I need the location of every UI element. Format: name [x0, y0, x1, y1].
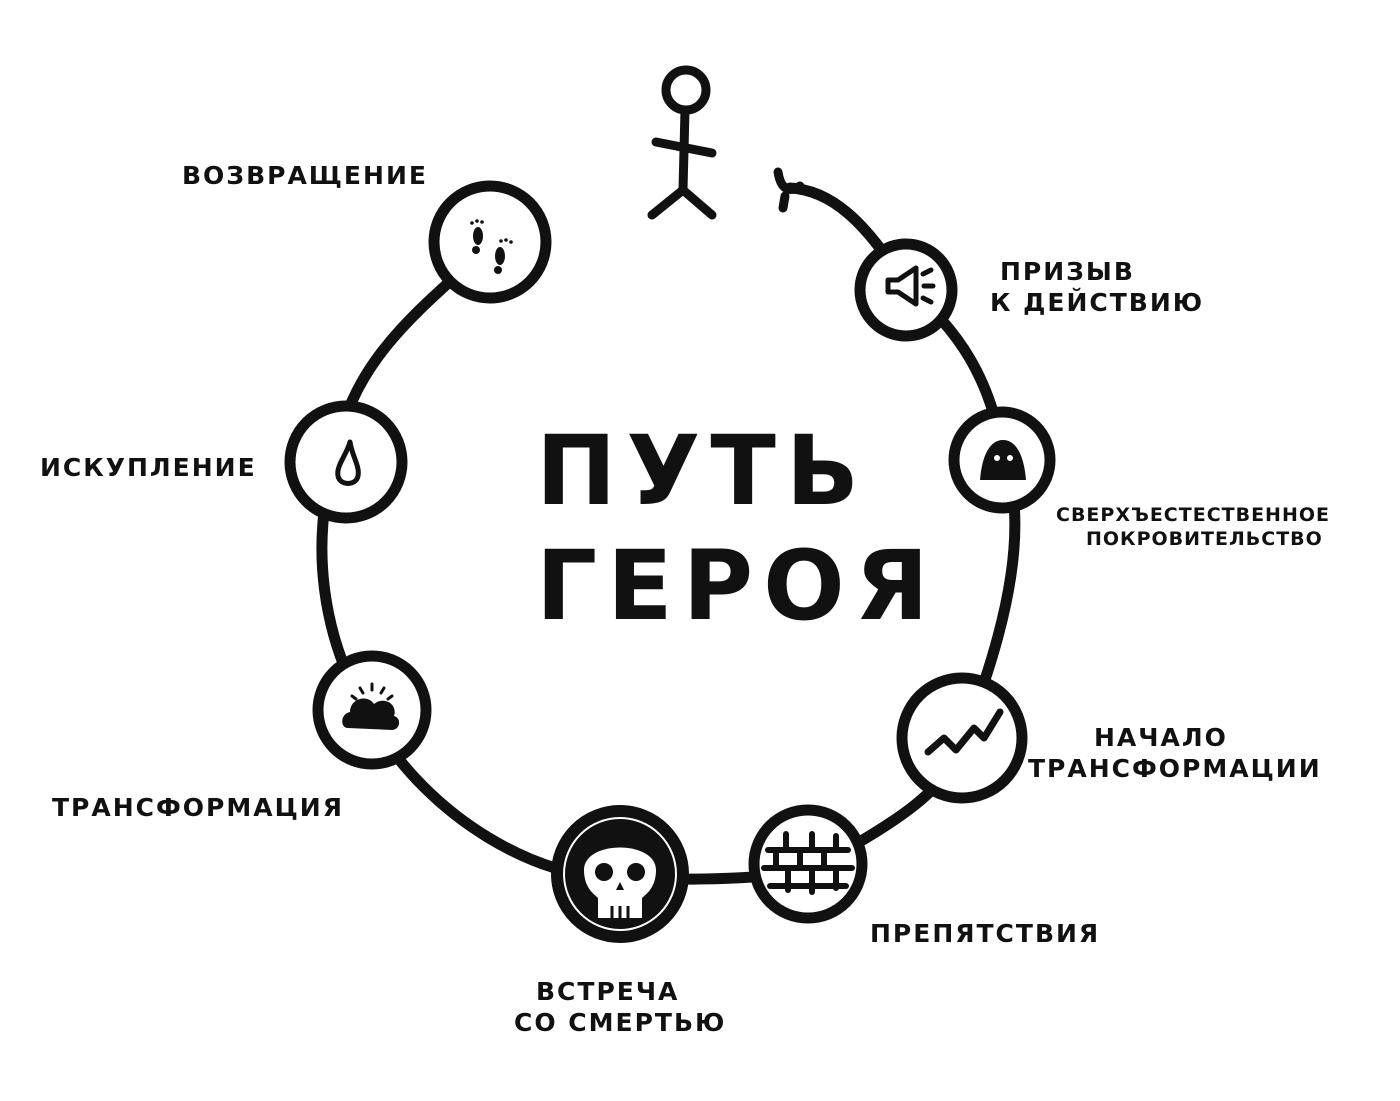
storm-cloud-icon: [342, 682, 400, 730]
stage-node-obstacles: [748, 804, 868, 924]
brick-wall-icon: [761, 831, 855, 895]
zigzag-stairs-icon: [924, 708, 1004, 756]
stage-node-return: [428, 180, 552, 304]
label-atonement: ИСКУПЛЕНИЕ: [40, 453, 257, 482]
label-aid: СВЕРХЪЕСТЕСТВЕННОЕ ПОКРОВИТЕЛЬСТВО: [1056, 504, 1330, 550]
label-death: ВСТРЕЧА СО СМЕРТЬЮ: [514, 977, 727, 1038]
stage-node-death: [551, 805, 689, 943]
stick-figure-icon: [647, 65, 717, 220]
drop-icon: [335, 439, 361, 486]
label-return: ВОЗВРАЩЕНИЕ: [182, 161, 428, 190]
title-line-2: ГЕРОЯ: [536, 530, 939, 643]
footprints-icon: [470, 219, 513, 274]
label-begin: НАЧАЛО ТРАНСФОРМАЦИИ: [1028, 723, 1322, 784]
stage-node-atonement: [284, 400, 408, 524]
label-obstacles: ПРЕПЯТСТВИЯ: [870, 919, 1101, 948]
skull-icon: [584, 847, 656, 918]
stage-node-begin: [896, 672, 1028, 804]
label-transform: ТРАНСФОРМАЦИЯ: [52, 793, 344, 822]
stage-node-transform: [312, 650, 432, 770]
loop-start-tick: [773, 167, 805, 213]
diagram-title: ПУТЬ ГЕРОЯ: [536, 414, 939, 644]
stage-node-call: [854, 238, 958, 342]
ghost-icon: [980, 440, 1026, 480]
stage-node-aid: [948, 406, 1056, 514]
title-line-1: ПУТЬ: [536, 415, 870, 527]
label-call: ПРИЗЫВ К ДЕЙСТВИЮ: [990, 257, 1205, 318]
megaphone-icon: [885, 265, 936, 307]
